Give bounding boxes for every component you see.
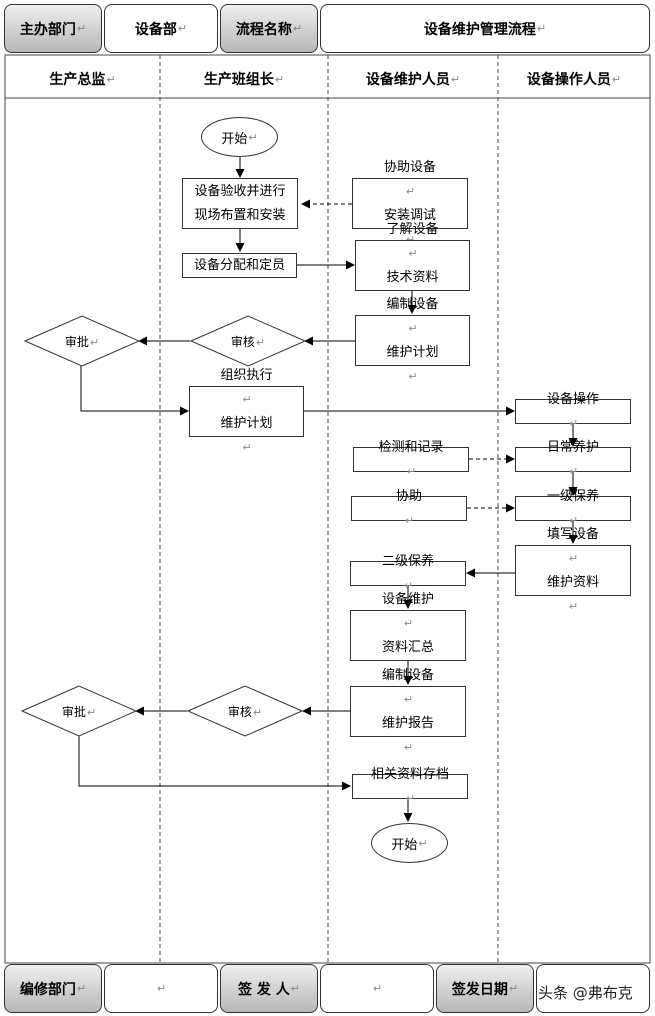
execute-plan-box: 组织执行↵维护计划↵ bbox=[189, 368, 304, 454]
process-name-value: 设备维护管理流程↵ bbox=[320, 4, 650, 53]
assist-install-box: 协助设备↵安装调试↵ bbox=[352, 160, 468, 246]
lane-header-production-director: 生产总监↵ bbox=[49, 72, 116, 88]
inspect-record-box: 检测和记录↵ bbox=[353, 440, 469, 478]
review-diamond-2 bbox=[186, 685, 304, 737]
lane-header-maintenance-staff: 设备维护人员↵ bbox=[365, 72, 461, 88]
host-dept-label: 主办部门↵ bbox=[4, 4, 102, 53]
make-plan-box: 编制设备↵维护计划↵ bbox=[355, 297, 470, 383]
watermark-text: 头条 @弗布克 bbox=[538, 984, 633, 1002]
lane-header-operators: 设备操作人员↵ bbox=[526, 72, 622, 88]
start-node: 开始↵ bbox=[201, 117, 278, 157]
learn-docs-box: 了解设备↵技术资料↵ bbox=[355, 222, 470, 308]
assist-box: 协助↵ bbox=[351, 489, 467, 527]
issue-date-value bbox=[536, 964, 650, 1013]
approve-diamond-2 bbox=[20, 685, 138, 737]
accept-install-box: 设备验收并进行现场布置和安装 bbox=[182, 178, 298, 229]
signer-value: ↵ bbox=[320, 964, 434, 1013]
host-dept-value: 设备部↵ bbox=[104, 4, 218, 53]
compile-dept-label: 编修部门↵ bbox=[4, 964, 102, 1013]
review-label-1: 审核↵ bbox=[230, 335, 266, 349]
archive-box: 相关资料存档↵ bbox=[352, 767, 468, 805]
level1-maint-box: 一级保养↵ bbox=[515, 489, 631, 527]
approve-label-2: 审批↵ bbox=[61, 705, 97, 719]
arrow-approve-execute bbox=[80, 366, 189, 416]
summary-docs-box: 设备维护↵资料汇总↵ bbox=[350, 592, 466, 678]
review-diamond-1 bbox=[189, 315, 307, 367]
arrow-approve-archive bbox=[78, 736, 351, 791]
compile-dept-value: ↵ bbox=[104, 964, 218, 1013]
fill-docs-box: 填写设备↵维护资料↵ bbox=[515, 527, 631, 613]
process-name-label: 流程名称↵ bbox=[220, 4, 318, 53]
daily-maint-box: 日常养护↵ bbox=[515, 440, 631, 478]
level2-maint-box: 二级保养↵ bbox=[350, 554, 466, 592]
issue-date-label: 签发日期↵ bbox=[436, 964, 534, 1013]
make-report-box: 编制设备↵维护报告↵ bbox=[350, 668, 466, 754]
end-node: 开始↵ bbox=[371, 823, 448, 863]
allocate-box: 设备分配和定员 bbox=[182, 253, 297, 278]
operate-box: 设备操作↵ bbox=[515, 392, 631, 430]
approve-label-1: 审批↵ bbox=[64, 335, 100, 349]
lane-header-team-leader: 生产班组长↵ bbox=[203, 72, 285, 88]
review-label-2: 审核↵ bbox=[227, 705, 263, 719]
approve-diamond-1 bbox=[23, 315, 141, 367]
signer-label: 签 发 人↵ bbox=[220, 964, 318, 1013]
